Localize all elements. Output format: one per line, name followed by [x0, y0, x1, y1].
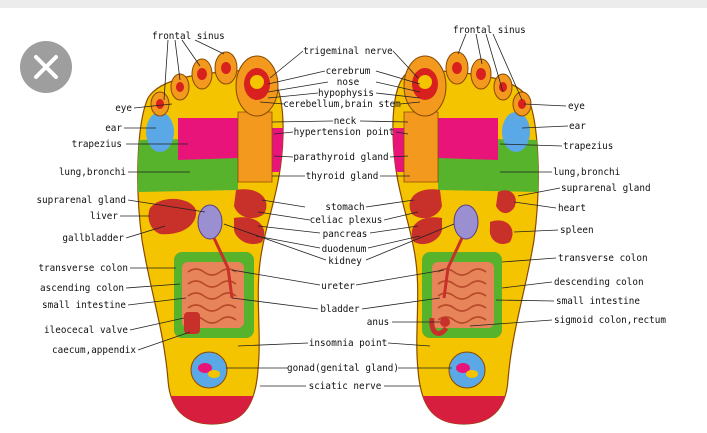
label-insomnia-point: insomnia point [309, 338, 387, 349]
top-status-bar [0, 0, 707, 8]
close-button[interactable] [20, 41, 72, 93]
label-sciatic-nerve: sciatic nerve [309, 381, 382, 392]
label-small-intestine-left: small intestine [556, 296, 640, 307]
label-eye-right: eye [115, 103, 132, 114]
label-small-intestine-right: small intestine [42, 300, 126, 311]
label-lung-bronchi-left: lung,bronchi [553, 167, 620, 178]
spleen-zone [489, 220, 513, 245]
label-descending-colon: descending colon [554, 277, 644, 288]
label-gonad: gonad(genital gland) [287, 363, 399, 374]
label-ear-right: ear [105, 123, 122, 134]
left-foot [392, 51, 539, 425]
close-icon [34, 55, 58, 79]
sciatic-zone [160, 396, 270, 424]
label-nose: nose [337, 77, 360, 88]
left-foot-toes [403, 51, 532, 117]
label-kidney: kidney [328, 256, 362, 267]
label-suprarenal-gland-right: suprarenal gland [36, 195, 126, 206]
label-duodenum: duodenum [322, 244, 367, 255]
label-suprarenal-gland-left: suprarenal gland [561, 183, 651, 194]
label-ileocecal-valve: ileocecal valve [44, 325, 128, 336]
label-neck: neck [334, 116, 357, 127]
label-transverse-colon-left: transverse colon [558, 253, 648, 264]
trapezius-zone [178, 118, 238, 160]
label-eye-left: eye [568, 101, 585, 112]
leader-lines [120, 33, 569, 387]
label-parathyroid-gland: parathyroid gland [293, 152, 388, 163]
label-stomach: stomach [325, 202, 364, 213]
label-ascending-colon: ascending colon [40, 283, 124, 294]
pancreas-zone [234, 217, 265, 245]
label-transverse-colon-right: transverse colon [38, 263, 128, 274]
label-hypophysis: hypophysis [318, 88, 374, 99]
anus-zone [440, 317, 450, 327]
kidney-zone-left [453, 204, 479, 240]
sciatic-zone-left [406, 396, 516, 424]
appendix-zone [184, 312, 200, 334]
heart-zone [496, 190, 516, 214]
label-frontal-sinus-left: frontal sinus [453, 25, 526, 36]
label-cerebrum: cerebrum [326, 66, 371, 77]
label-ear-left: ear [569, 121, 586, 132]
ear-zone [146, 112, 174, 152]
label-caecum-appendix: caecum,appendix [52, 345, 136, 356]
label-gallbladder: gallbladder [62, 233, 124, 244]
label-celiac-plexus: celiac plexus [310, 215, 383, 226]
label-trapezius-left: trapezius [563, 141, 613, 152]
label-frontal-sinus-right: frontal sinus [152, 31, 225, 42]
label-trigeminal-nerve: trigeminal nerve [303, 46, 393, 57]
label-cerebellum-brain-stem: cerebellum,brain stem [283, 99, 401, 110]
label-hypertension-point: hypertension point [294, 127, 395, 138]
label-pancreas: pancreas [323, 229, 368, 240]
label-ureter: ureter [321, 281, 355, 292]
label-heart: heart [558, 203, 586, 214]
label-sigmoid-colon-rectum: sigmoid colon,rectum [554, 315, 666, 326]
liver-zone [148, 198, 197, 235]
label-lung-bronchi-right: lung,bronchi [59, 167, 126, 178]
label-spleen: spleen [560, 225, 594, 236]
labels: frontal sinus frontal sinus trigeminal n… [36, 25, 666, 392]
ear-zone-left [502, 112, 530, 152]
label-thyroid-gland: thyroid gland [306, 171, 379, 182]
label-anus: anus [367, 317, 389, 328]
label-bladder: bladder [320, 304, 360, 315]
kidney-zone [197, 204, 223, 240]
stomach-zone [234, 189, 267, 219]
right-foot [137, 51, 284, 425]
label-trapezius-right: trapezius [72, 139, 122, 150]
label-liver: liver [90, 211, 118, 222]
